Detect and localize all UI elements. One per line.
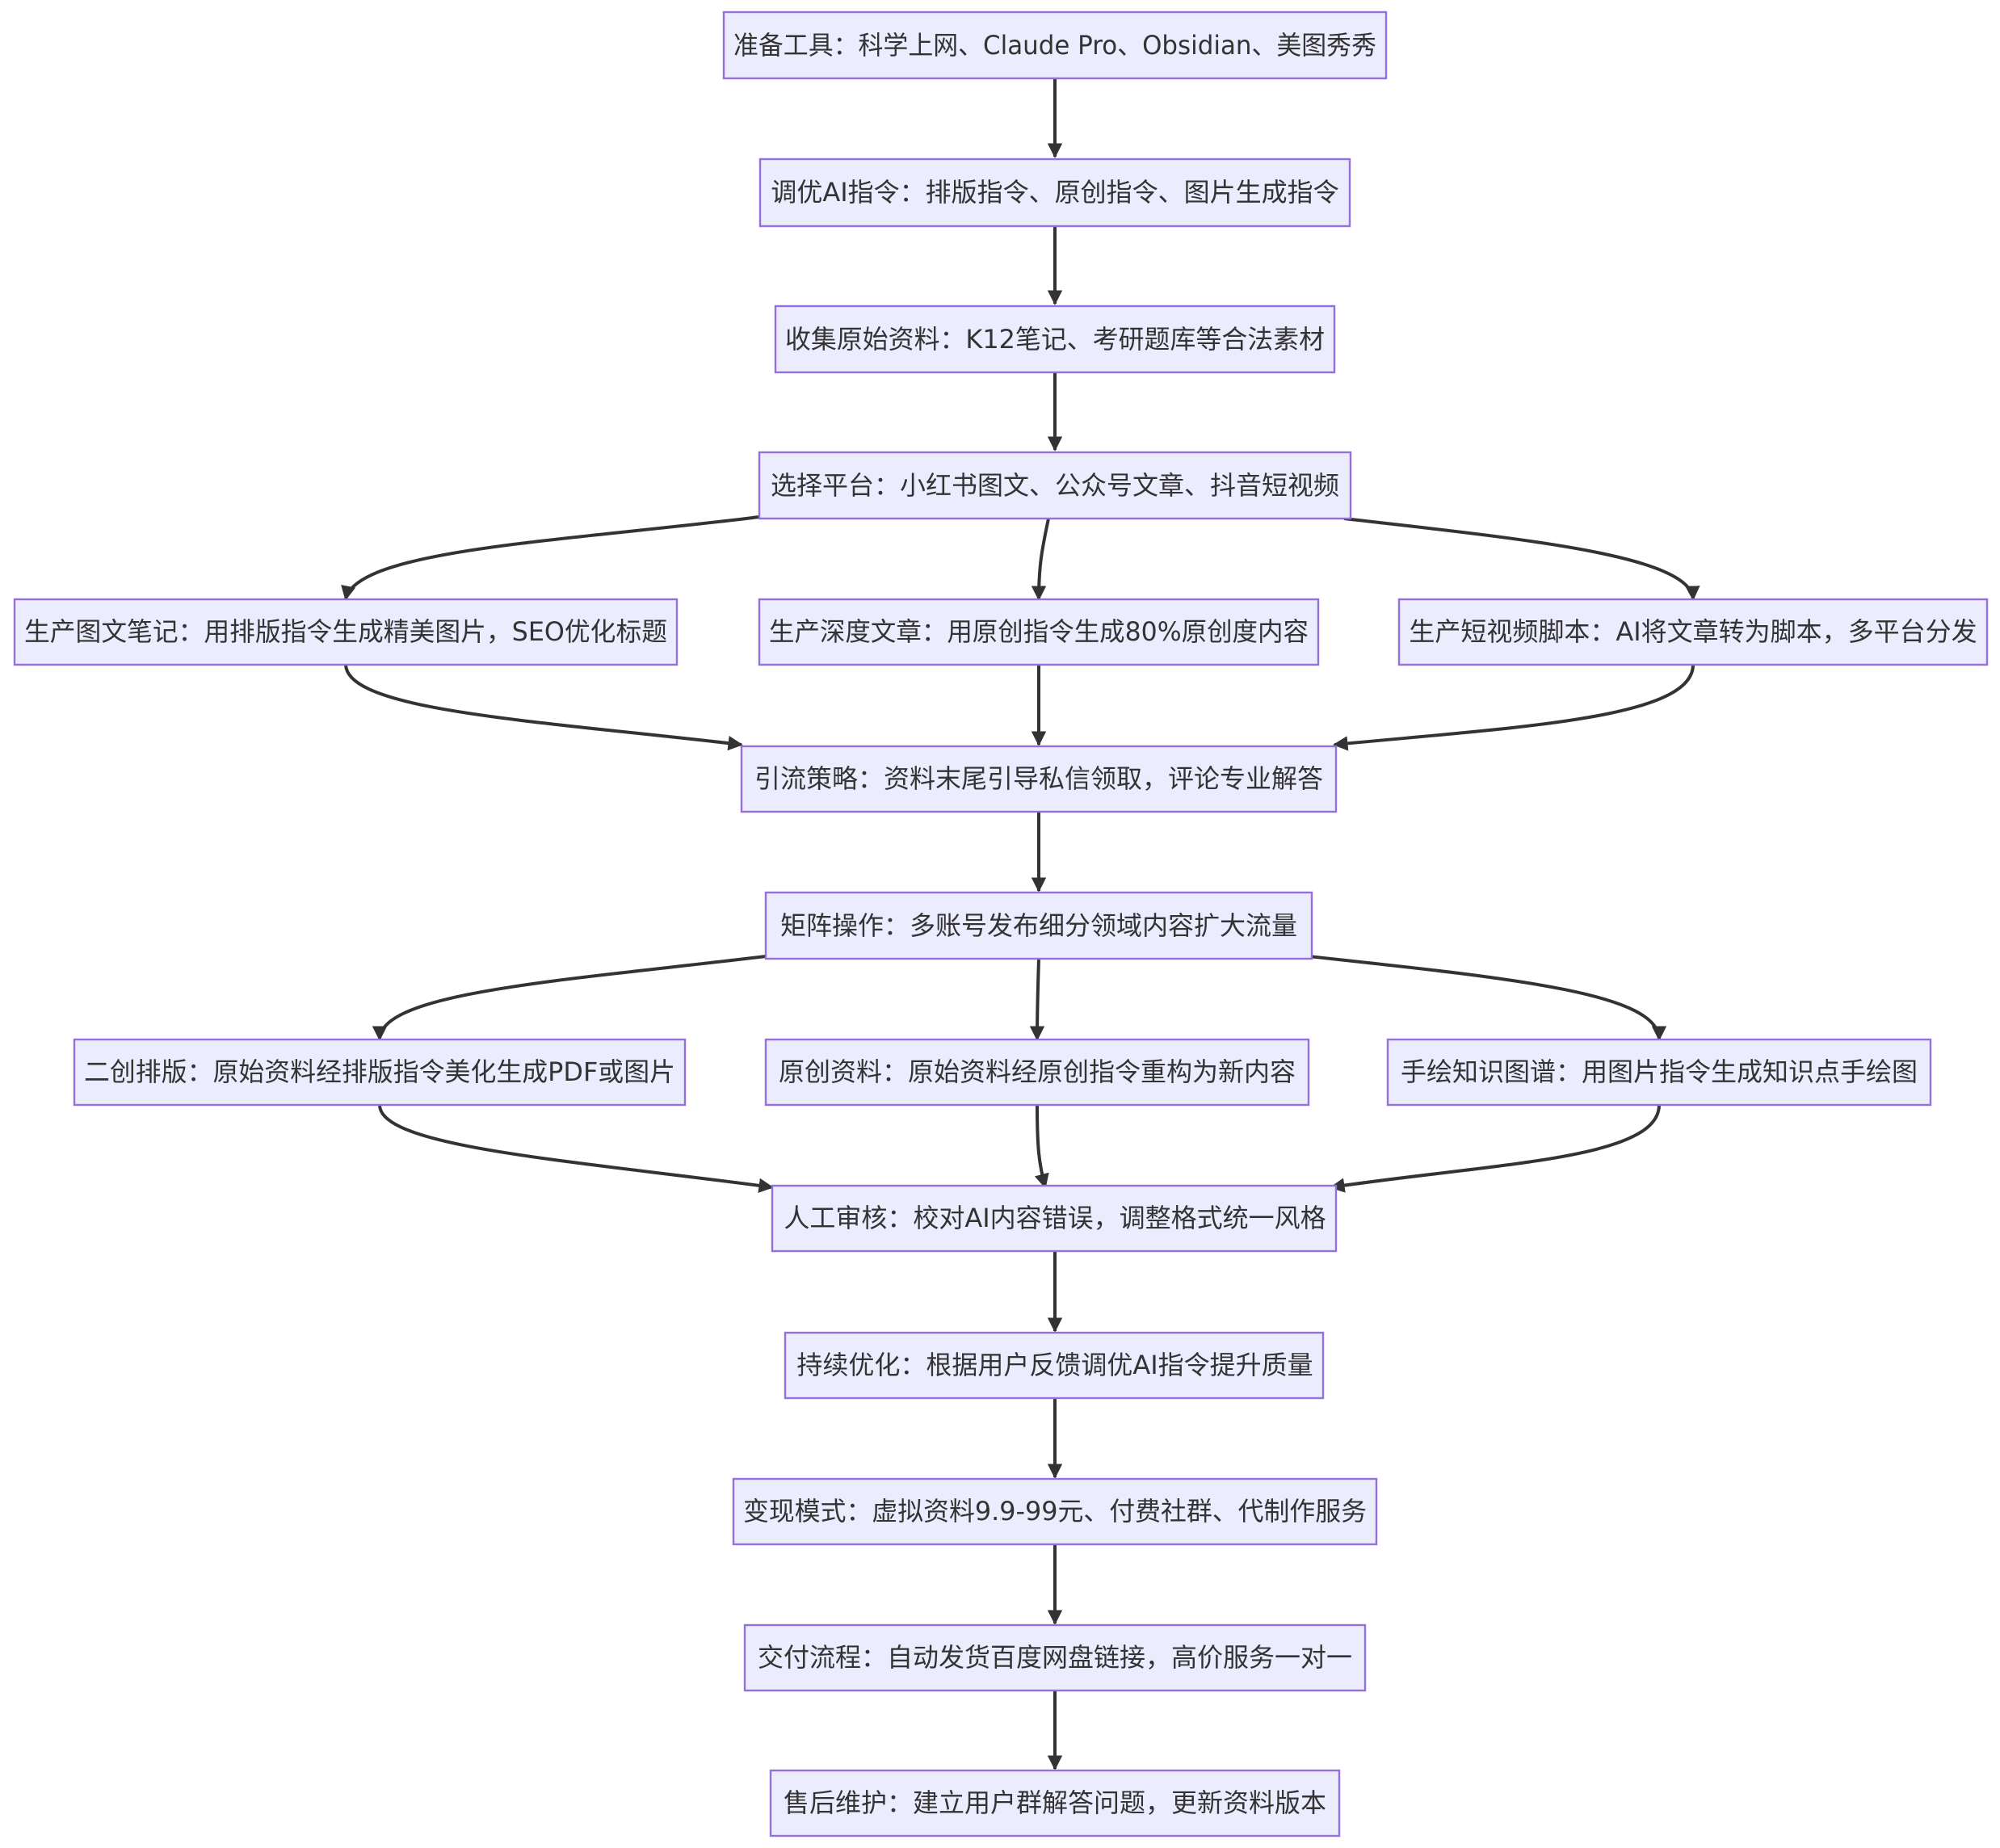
node-label: 生产深度文章：用原创指令生成80%原创度内容 <box>769 616 1309 647</box>
edge-n5a-n6 <box>344 664 743 751</box>
node-label: 准备工具：科学上网、Claude Pro、Obsidian、美图秀秀 <box>733 30 1376 61</box>
edge-n8c-n9 <box>1330 1104 1661 1193</box>
node-matrix-operation: 矩阵操作：多账号发布细分领域内容扩大流量 <box>764 891 1313 960</box>
node-prepare-tools: 准备工具：科学上网、Claude Pro、Obsidian、美图秀秀 <box>722 10 1388 80</box>
node-derivative-layout: 二创排版：原始资料经排版指令美化生成PDF或图片 <box>73 1038 687 1107</box>
node-hand-drawn-knowledge-map: 手绘知识图谱：用图片指令生成知识点手绘图 <box>1386 1038 1932 1107</box>
edges <box>341 78 1700 1770</box>
node-label: 手绘知识图谱：用图片指令生成知识点手绘图 <box>1401 1056 1918 1087</box>
node-produce-image-notes: 生产图文笔记：用排版指令生成精美图片，SEO优化标题 <box>13 598 679 666</box>
node-produce-articles: 生产深度文章：用原创指令生成80%原创度内容 <box>758 598 1320 666</box>
edge-n8b-n9 <box>1034 1104 1049 1189</box>
edge-n4-n5c <box>1343 517 1700 601</box>
edge-n4-n5b <box>1031 518 1050 601</box>
node-label: 原创资料：原始资料经原创指令重构为新内容 <box>779 1056 1296 1087</box>
edge-n5c-n6 <box>1333 664 1695 751</box>
node-collect-materials: 收集原始资料：K12笔记、考研题库等合法素材 <box>774 304 1336 374</box>
edge-n7-n8a <box>372 955 767 1041</box>
nodes: 准备工具：科学上网、Claude Pro、Obsidian、美图秀秀 调优AI指… <box>13 10 1989 1838</box>
node-label: 交付流程：自动发货百度网盘链接，高价服务一对一 <box>758 1642 1352 1673</box>
edge-n7-n8b <box>1029 958 1045 1041</box>
node-label: 售后维护：建立用户群解答问题，更新资料版本 <box>784 1787 1326 1818</box>
node-continuous-optimization: 持续优化：根据用户反馈调优AI指令提升质量 <box>784 1331 1325 1400</box>
node-label: 生产短视频脚本：AI将文章转为脚本，多平台分发 <box>1409 616 1977 647</box>
node-label: 选择平台：小红书图文、公众号文章、抖音短视频 <box>771 470 1339 501</box>
node-label: 持续优化：根据用户反馈调优AI指令提升质量 <box>796 1350 1313 1380</box>
edge-n8a-n9 <box>378 1104 774 1193</box>
node-label: 生产图文笔记：用排版指令生成精美图片，SEO优化标题 <box>24 616 667 647</box>
node-delivery-process: 交付流程：自动发货百度网盘链接，高价服务一对一 <box>743 1623 1367 1692</box>
node-label: 收集原始资料：K12笔记、考研题库等合法素材 <box>785 324 1325 355</box>
node-after-sales: 售后维护：建立用户群解答问题，更新资料版本 <box>769 1769 1341 1838</box>
node-original-materials: 原创资料：原始资料经原创指令重构为新内容 <box>764 1038 1310 1107</box>
node-tune-ai-prompts: 调优AI指令：排版指令、原创指令、图片生成指令 <box>758 158 1351 228</box>
node-label: 引流策略：资料末尾引导私信领取，评论专业解答 <box>754 763 1323 794</box>
node-traffic-strategy: 引流策略：资料末尾引导私信领取，评论专业解答 <box>740 745 1338 813</box>
node-manual-review: 人工审核：校对AI内容错误，调整格式统一风格 <box>771 1184 1338 1253</box>
node-label: 矩阵操作：多账号发布细分领域内容扩大流量 <box>780 910 1297 941</box>
node-label: 人工审核：校对AI内容错误，调整格式统一风格 <box>784 1203 1326 1233</box>
node-produce-video-scripts: 生产短视频脚本：AI将文章转为脚本，多平台分发 <box>1397 598 1989 666</box>
node-label: 二创排版：原始资料经排版指令美化生成PDF或图片 <box>84 1056 675 1087</box>
node-label: 调优AI指令：排版指令、原创指令、图片生成指令 <box>771 177 1338 208</box>
node-label: 变现模式：虚拟资料9.9-99元、付费社群、代制作服务 <box>743 1496 1367 1527</box>
node-choose-platform: 选择平台：小红书图文、公众号文章、抖音短视频 <box>758 451 1352 520</box>
edge-n4-n5a <box>341 515 760 601</box>
node-monetization: 变现模式：虚拟资料9.9-99元、付费社群、代制作服务 <box>732 1477 1378 1546</box>
edge-n7-n8c <box>1308 955 1667 1041</box>
